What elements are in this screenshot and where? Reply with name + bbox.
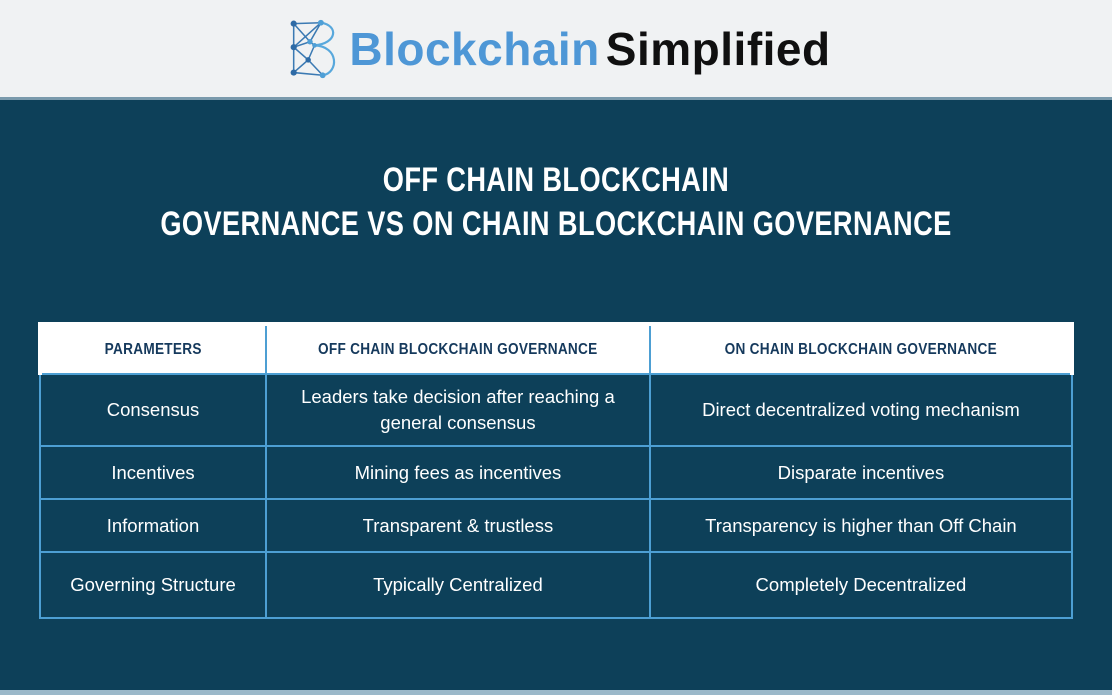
cell-off-chain: Transparent & trustless — [265, 498, 651, 553]
bottom-strip — [0, 690, 1112, 695]
cell-parameter: Consensus — [39, 373, 267, 447]
cell-parameter: Information — [39, 498, 267, 553]
title-line-1: OFF CHAIN BLOCKCHAIN — [382, 161, 730, 199]
brand-name-secondary: Simplified — [605, 22, 831, 75]
brand-name-primary: Blockchain — [349, 22, 600, 75]
column-header-on-chain: ON CHAIN BLOCKCHAIN GOVERNANCE — [648, 322, 1075, 375]
table-row-governing-structure: Governing Structure Typically Centralize… — [39, 551, 1074, 619]
column-header-label: PARAMETERS — [104, 340, 203, 358]
cell-on-chain: Disparate incentives — [648, 445, 1074, 500]
cell-on-chain: Completely Decentralized — [648, 551, 1074, 619]
page-title: OFF CHAIN BLOCKCHAIN GOVERNANCE VS ON CH… — [0, 158, 1112, 246]
cell-off-chain: Leaders take decision after reaching a g… — [265, 373, 651, 447]
cell-text: Leaders take decision after reaching a g… — [301, 386, 615, 433]
cell-off-chain: Mining fees as incentives — [265, 445, 651, 500]
comparison-table: PARAMETERS OFF CHAIN BLOCKCHAIN GOVERNAN… — [38, 322, 1075, 619]
table-row-incentives: Incentives Mining fees as incentives Dis… — [39, 445, 1074, 500]
cell-parameter: Incentives — [39, 445, 267, 500]
content-panel: OFF CHAIN BLOCKCHAIN GOVERNANCE VS ON CH… — [0, 100, 1112, 690]
column-header-parameters: PARAMETERS — [38, 322, 267, 375]
title-line-2: GOVERNANCE VS ON CHAIN BLOCKCHAIN GOVERN… — [160, 205, 952, 243]
column-header-label: OFF CHAIN BLOCKCHAIN GOVERNANCE — [318, 340, 598, 358]
column-header-label: ON CHAIN BLOCKCHAIN GOVERNANCE — [724, 340, 997, 358]
column-header-off-chain: OFF CHAIN BLOCKCHAIN GOVERNANCE — [265, 322, 651, 375]
header-divider — [0, 97, 1112, 100]
cell-parameter: Governing Structure — [39, 551, 267, 619]
cell-on-chain: Direct decentralized voting mechanism — [648, 373, 1074, 447]
table-header-row: PARAMETERS OFF CHAIN BLOCKCHAIN GOVERNAN… — [38, 322, 1075, 375]
cell-on-chain: Transparency is higher than Off Chain — [648, 498, 1074, 553]
cell-off-chain: Typically Centralized — [265, 551, 651, 619]
table-row-consensus: Consensus Leaders take decision after re… — [39, 373, 1074, 447]
blockchain-network-b-icon — [281, 16, 339, 82]
table-row-information: Information Transparent & trustless Tran… — [39, 498, 1074, 553]
